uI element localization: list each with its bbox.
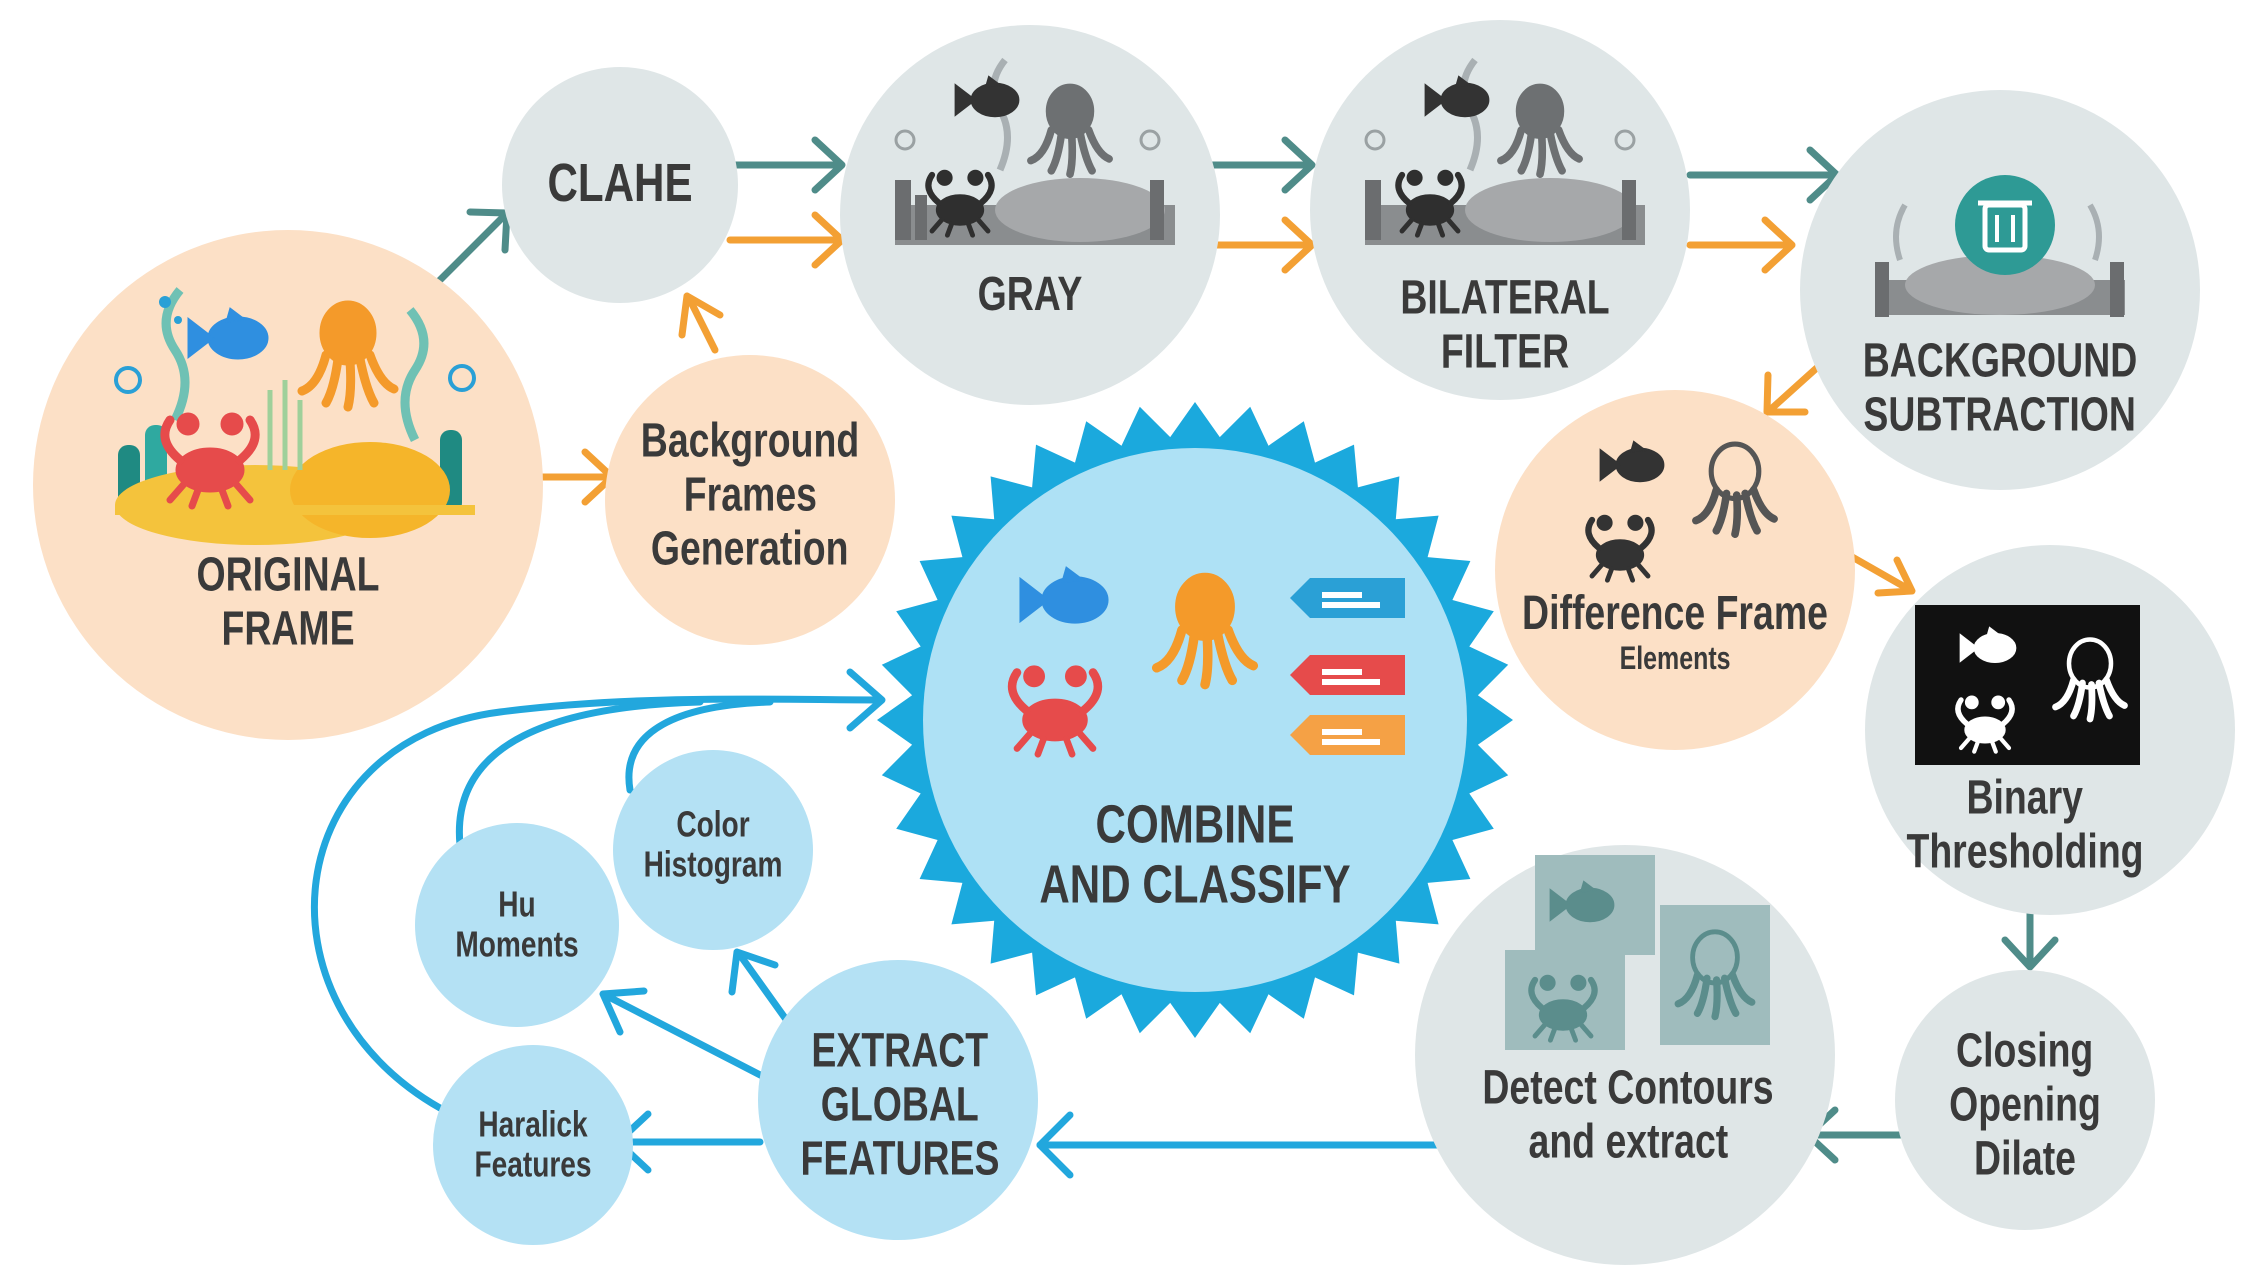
difference-line1: Difference Frame — [1522, 587, 1828, 641]
contour-crops — [1505, 855, 1770, 1050]
original-frame-line1: ORIGINAL — [196, 548, 380, 602]
combine-label: COMBINE AND CLASSIFY — [995, 795, 1394, 916]
haralick-line2: Features — [474, 1144, 592, 1185]
morph-circle — [1895, 970, 2155, 1230]
clahe-circle — [502, 67, 738, 303]
bgframes-label: Background Frames Generation — [610, 414, 890, 575]
arrow-bgsub-to-difference — [1763, 361, 1824, 416]
bgsub-scene — [1875, 175, 2125, 317]
original-frame-line2: FRAME — [221, 602, 355, 655]
haralick-label: Haralick Features — [458, 1103, 608, 1186]
hu-label: Hu Moments — [438, 883, 596, 966]
bgframes-line2: Frames — [683, 468, 817, 522]
gray-label: GRAY — [963, 268, 1097, 322]
combine-line2: AND CLASSIFY — [1039, 855, 1351, 915]
tag-icon — [1290, 715, 1405, 755]
extract-label: EXTRACT GLOBAL FEATURES — [772, 1024, 1027, 1185]
colorhist-line2: Histogram — [643, 844, 783, 885]
binary-line1: Binary — [1966, 771, 2084, 825]
bgsub-label: BACKGROUND SUBTRACTION — [1824, 334, 2176, 442]
gray-text: GRAY — [977, 268, 1083, 322]
trash-can-icon — [1955, 175, 2055, 275]
clahe-label: CLAHE — [527, 153, 713, 213]
extract-line2: GLOBAL — [820, 1078, 980, 1132]
arrow-bgframes-to-clahe — [678, 292, 724, 354]
morph-line2: Opening — [1949, 1078, 2101, 1132]
difference-label: Difference Frame Elements — [1479, 587, 1871, 677]
morph-label: Closing Opening Dilate — [1928, 1024, 2123, 1185]
hu-circle — [415, 823, 619, 1027]
arrow-gray-to-bilateral-orange — [1206, 216, 1316, 274]
extract-circle — [758, 960, 1038, 1240]
difference-line2: Elements — [1619, 639, 1731, 676]
arrow-extract-to-colorhist — [728, 948, 794, 1029]
arrow-features-to-combine — [310, 668, 886, 1112]
gray-scene — [894, 57, 1175, 245]
detect-line2: and extract — [1528, 1115, 1728, 1168]
binary-image — [1915, 605, 2140, 765]
hu-line2: Moments — [455, 924, 579, 965]
arrows — [310, 136, 2059, 1179]
binary-label: Binary Thresholding — [1873, 771, 2177, 879]
bgsub-line2: SUBTRACTION — [1863, 388, 2137, 441]
bilateral-line2: FILTER — [1440, 325, 1570, 378]
bgframes-line3: Generation — [651, 521, 849, 575]
arrow-detect-to-extract — [1036, 1111, 1454, 1179]
arrow-bilateral-to-bgsub-teal — [1686, 146, 1841, 204]
arrow-extract-to-haralick — [614, 1110, 764, 1174]
original-frame-label: ORIGINAL FRAME — [171, 548, 406, 656]
colorhist-line1: Color — [676, 803, 750, 845]
haralick-line1: Haralick — [478, 1103, 588, 1145]
binary-line2: Thresholding — [1906, 825, 2144, 878]
haralick-circle — [433, 1045, 633, 1245]
morph-line3: Dilate — [1974, 1131, 2076, 1185]
arrow-original-to-bgframes — [531, 448, 616, 506]
hu-line1: Hu — [498, 883, 536, 925]
difference-circle — [1495, 390, 1855, 750]
bgframes-circle — [605, 355, 895, 645]
extract-line3: FEATURES — [800, 1131, 1000, 1185]
detect-label: Detect Contours and extract — [1441, 1061, 1814, 1169]
clahe-text: CLAHE — [547, 152, 693, 213]
arrow-bilateral-to-bgsub-orange — [1686, 216, 1796, 274]
original-scene — [114, 287, 476, 545]
morph-line1: Closing — [1956, 1024, 2094, 1078]
colorhist-label: Color Histogram — [624, 803, 802, 886]
bilateral-scene — [1364, 57, 1645, 245]
arrow-original-to-clahe — [426, 208, 511, 294]
combine-line1: COMBINE — [1095, 794, 1295, 855]
bgframes-line1: Background — [640, 414, 860, 468]
tag-icon — [1290, 578, 1405, 618]
arrow-extract-to-hu — [599, 987, 774, 1084]
bilateral-label: BILATERAL FILTER — [1371, 271, 1639, 379]
colorhist-circle — [613, 750, 813, 950]
tag-icon — [1290, 655, 1405, 695]
bilateral-line1: BILATERAL — [1400, 271, 1610, 325]
arrow-clahe-to-gray — [731, 136, 846, 194]
bgsub-line1: BACKGROUND — [1862, 334, 2138, 388]
extract-line1: EXTRACT — [811, 1024, 989, 1078]
arrow-gray-to-bilateral-teal — [1206, 136, 1316, 194]
arrow-bg-to-gray — [726, 211, 846, 269]
detect-line1: Detect Contours — [1482, 1061, 1774, 1115]
combine-scene — [1012, 566, 1405, 755]
